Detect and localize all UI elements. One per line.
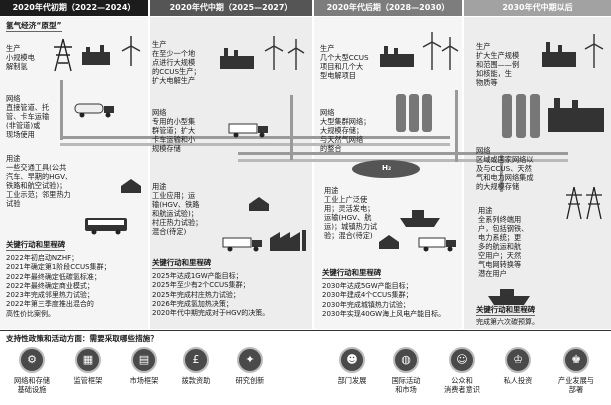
supporting-policies-heading: 支持性政策和活动方面：需要采取哪些措施？ [6, 334, 158, 343]
pipeline-riser-2 [290, 95, 293, 160]
pipeline-late [238, 152, 568, 155]
underground-storage-icon [352, 160, 420, 178]
milestones-title-col3: 关键行动和里程碑 [322, 268, 382, 280]
ccus-plant-icon [220, 48, 254, 69]
col4-network: 网络 区域或国家网络以 及与CCUS、天然 气和电力网络集成 的大规模存储 [476, 146, 534, 191]
milestones-col2: 2025年达成1GW产能目标； 2025年至少有2个CCUS集群； 2025年完… [152, 272, 270, 318]
innovation-icon: ✦ [237, 347, 263, 373]
public-awareness-icon: ☺ [449, 347, 475, 373]
phase-header-early-2020s: 2020年代初期（2022—2024） [0, 0, 148, 16]
policy-item-industry: ♚ 产业发展与 部署 [546, 347, 606, 394]
milestones-col1: 2022年初启动NZHF； 2021年确定第1阶段CCUS集群； 2022年最终… [6, 254, 111, 318]
policy-item-funding: £ 拨款资助 [166, 347, 226, 386]
town-house-icon [379, 235, 399, 249]
large-ccus-plant-icon [380, 46, 414, 67]
col2-network: 网络 专用的小型集 群管道；扩大 卡车运输和小 规模存储 [152, 108, 196, 153]
factory-icon [270, 230, 306, 251]
col1-production: 生产 小规模电 解制氢 [6, 44, 35, 71]
private-investment-icon: ♔ [505, 347, 531, 373]
col3-network: 网络 大型集群网络； 大规模存储； 与天然气网络 的整合 [320, 108, 371, 153]
pipeline-riser-4 [500, 152, 503, 192]
future-ship-icon [488, 289, 530, 305]
pipeline-riser-3 [455, 90, 458, 162]
policy-item-sector: ☻ 部门发展 [322, 347, 382, 386]
expanded-production-icon [542, 42, 576, 67]
cargo-ship-icon [400, 210, 440, 227]
tanker-truck-icon [74, 103, 114, 118]
column-early-2020s [0, 17, 148, 329]
market-icon: ▤ [131, 347, 157, 373]
bus-icon [85, 218, 127, 235]
international-icon: ◍ [393, 347, 419, 373]
policy-item-regulation: ▦ 监管框架 [58, 347, 118, 386]
regulation-icon: ▦ [75, 347, 101, 373]
milestones-title-col1: 关键行动和里程碑 [6, 240, 66, 252]
pipeline-riser-1 [60, 80, 63, 140]
truck-icon [228, 123, 268, 138]
col1-network: 网络 直接管道、托 管、卡车运输 (非管道)或 现场使用 [6, 94, 50, 139]
col2-production: 生产 在至少一个地 点进行大规模 的CCUS生产； 扩大电解生产 [152, 40, 201, 85]
column-mid-2030s [464, 17, 611, 329]
policy-item-innovation: ✦ 研究创新 [220, 347, 280, 386]
policy-item-private-investment: ♔ 私人投资 [488, 347, 548, 386]
milestones-col3: 2030年达成5GW产能目标； 2030年建成4个CCUS集群； 2030年完成… [322, 282, 446, 318]
power-grid-icon [566, 186, 602, 220]
policy-item-market: ▤ 市场框架 [114, 347, 174, 386]
wind-turbine-icon [121, 36, 141, 66]
village-house-icon [249, 197, 269, 211]
industry-icon: ♚ [563, 347, 589, 373]
col1-use: 用途 一些交通工具(公共 汽车、早期的HGV、 铁路和航空试验)； 工业示范；邻… [6, 154, 73, 208]
electrolyser-icon [82, 45, 110, 65]
col2-use: 用途 工业应用；运 输(HGV、铁路 和航运试验)； 村庄热力试验； 混合(待定… [152, 182, 203, 236]
h2-storage-label: H₂ [382, 163, 392, 172]
storage-tanks-icon [396, 94, 432, 132]
house-icon [121, 179, 141, 193]
phase-header-mid-2030s: 2030年代中期以后 [464, 0, 611, 16]
pipeline-secondary [60, 143, 450, 146]
col4-production: 生产 扩大生产规模 和范围——例 如核能，生 物质等 [476, 42, 520, 87]
col3-production: 生产 几个大型CCUS 项目和几个大 型电解项目 [320, 44, 369, 80]
hgv-truck-icon [222, 237, 262, 252]
policy-item-public-awareness: ☺ 公众和 消费者意识 [432, 347, 492, 394]
sector-icon: ☻ [339, 347, 365, 373]
national-storage-icon [502, 94, 604, 138]
col3-use: 用途 工业上广泛使 用；灵活发电； 运输(HGV、航 运)；城镇热力试 验；混合… [324, 186, 378, 240]
power-pylon-icon [54, 38, 72, 72]
milestones-col4: 完成第六次碳预算。 [476, 318, 539, 326]
funding-icon: £ [183, 347, 209, 373]
milestones-title-col2: 关键行动和里程碑 [152, 258, 212, 270]
network-storage-icon: ⚙ [19, 347, 45, 373]
milestones-title-col4: 关键行动和里程碑 [476, 305, 536, 317]
hydrogen-economy-prototype-label: 氢气经济“原型” [6, 21, 62, 33]
late-truck-icon [418, 237, 456, 252]
policy-item-network-storage: ⚙ 网络和存储 基础设施 [2, 347, 62, 394]
pipeline-late-secondary [238, 159, 568, 162]
phase-header-late-2020s: 2020年代后期（2028—2030） [314, 0, 462, 16]
pipeline-main [60, 136, 450, 139]
wind-farm-icon [422, 32, 459, 70]
col4-use: 用途 全系列终端用 户，包括钢铁、 电力系统；更 多的航运和航 空用户；天然 气… [478, 206, 529, 278]
wind-turbines-icon [264, 36, 305, 70]
supporting-policies-panel: 支持性政策和活动方面：需要采取哪些措施？ ⚙ 网络和存储 基础设施 ▦ 监管框架… [0, 330, 611, 405]
policy-item-international: ◍ 国际活动 和市场 [376, 347, 436, 394]
phase-header-mid-2020s: 2020年代中期（2025—2027） [150, 0, 312, 16]
future-wind-icon [584, 34, 604, 68]
